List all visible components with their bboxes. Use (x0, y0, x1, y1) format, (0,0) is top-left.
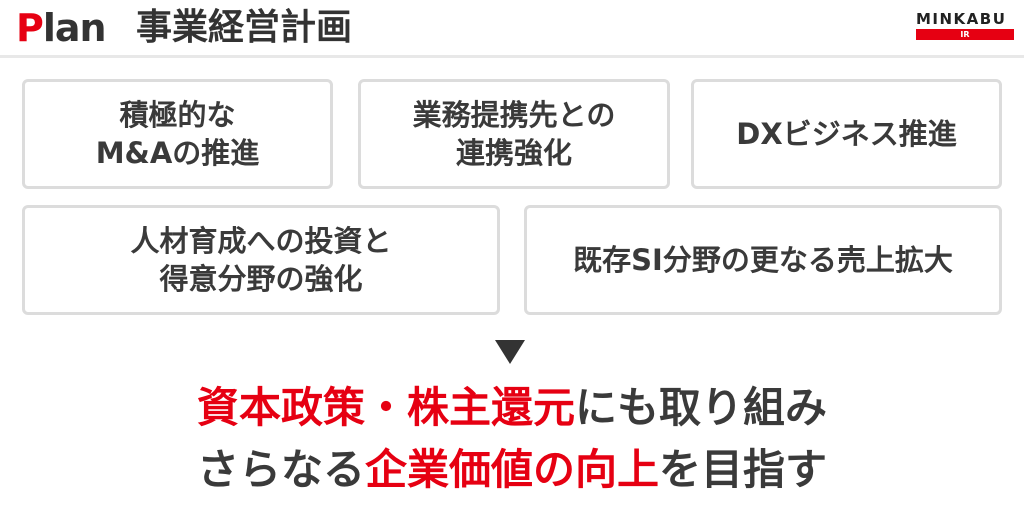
card-text: 積極的な M&Aの推進 (96, 96, 260, 172)
section-rest: lan (42, 6, 107, 50)
card-line: DXビジネス推進 (736, 117, 957, 151)
section-tag: Plan (16, 6, 107, 50)
conclusion-line-1: 資本政策・株主還元にも取り組み (0, 380, 1024, 436)
card-ma-promotion: 積極的な M&Aの推進 (22, 79, 333, 189)
card-text: DXビジネス推進 (736, 115, 956, 153)
card-text: 人材育成への投資と 得意分野の強化 (130, 222, 391, 298)
slide-header: Plan 事業経営計画 MINKABU IR (0, 0, 1024, 60)
card-line: 人材育成への投資と (130, 224, 392, 258)
page-title: 事業経営計画 (136, 7, 353, 48)
logo-ir-bar: IR (916, 29, 1014, 40)
conclusion-line-2: さらなる企業価値の向上を目指す (0, 442, 1024, 498)
card-partner-collaboration: 業務提携先との 連携強化 (358, 79, 670, 189)
header-divider (0, 55, 1024, 58)
card-text: 業務提携先との 連携強化 (413, 96, 616, 172)
down-arrow-icon (495, 340, 525, 364)
card-line: 積極的な (119, 98, 236, 132)
conclusion-highlight: 資本政策・株主還元 (196, 383, 575, 432)
minkabu-logo: MINKABU IR (916, 10, 1016, 42)
card-line: M&Aの推進 (95, 136, 260, 170)
card-line: 連携強化 (455, 136, 572, 170)
card-hr-investment: 人材育成への投資と 得意分野の強化 (22, 205, 500, 315)
conclusion-text: さらなる (196, 445, 365, 494)
logo-wordmark: MINKABU (916, 10, 1007, 28)
card-si-sales-expansion: 既存SI分野の更なる売上拡大 (524, 205, 1002, 315)
card-line: 得意分野の強化 (159, 262, 363, 296)
section-initial: P (16, 6, 44, 50)
card-line: 業務提携先との (412, 98, 616, 132)
card-line: 既存SI分野の更なる売上拡大 (573, 243, 953, 277)
conclusion-text: にも取り組み (575, 383, 828, 432)
conclusion-highlight: 企業価値の向上 (364, 445, 659, 494)
conclusion-text: を目指す (659, 445, 828, 494)
card-dx-business: DXビジネス推進 (691, 79, 1002, 189)
card-text: 既存SI分野の更なる売上拡大 (573, 241, 953, 279)
